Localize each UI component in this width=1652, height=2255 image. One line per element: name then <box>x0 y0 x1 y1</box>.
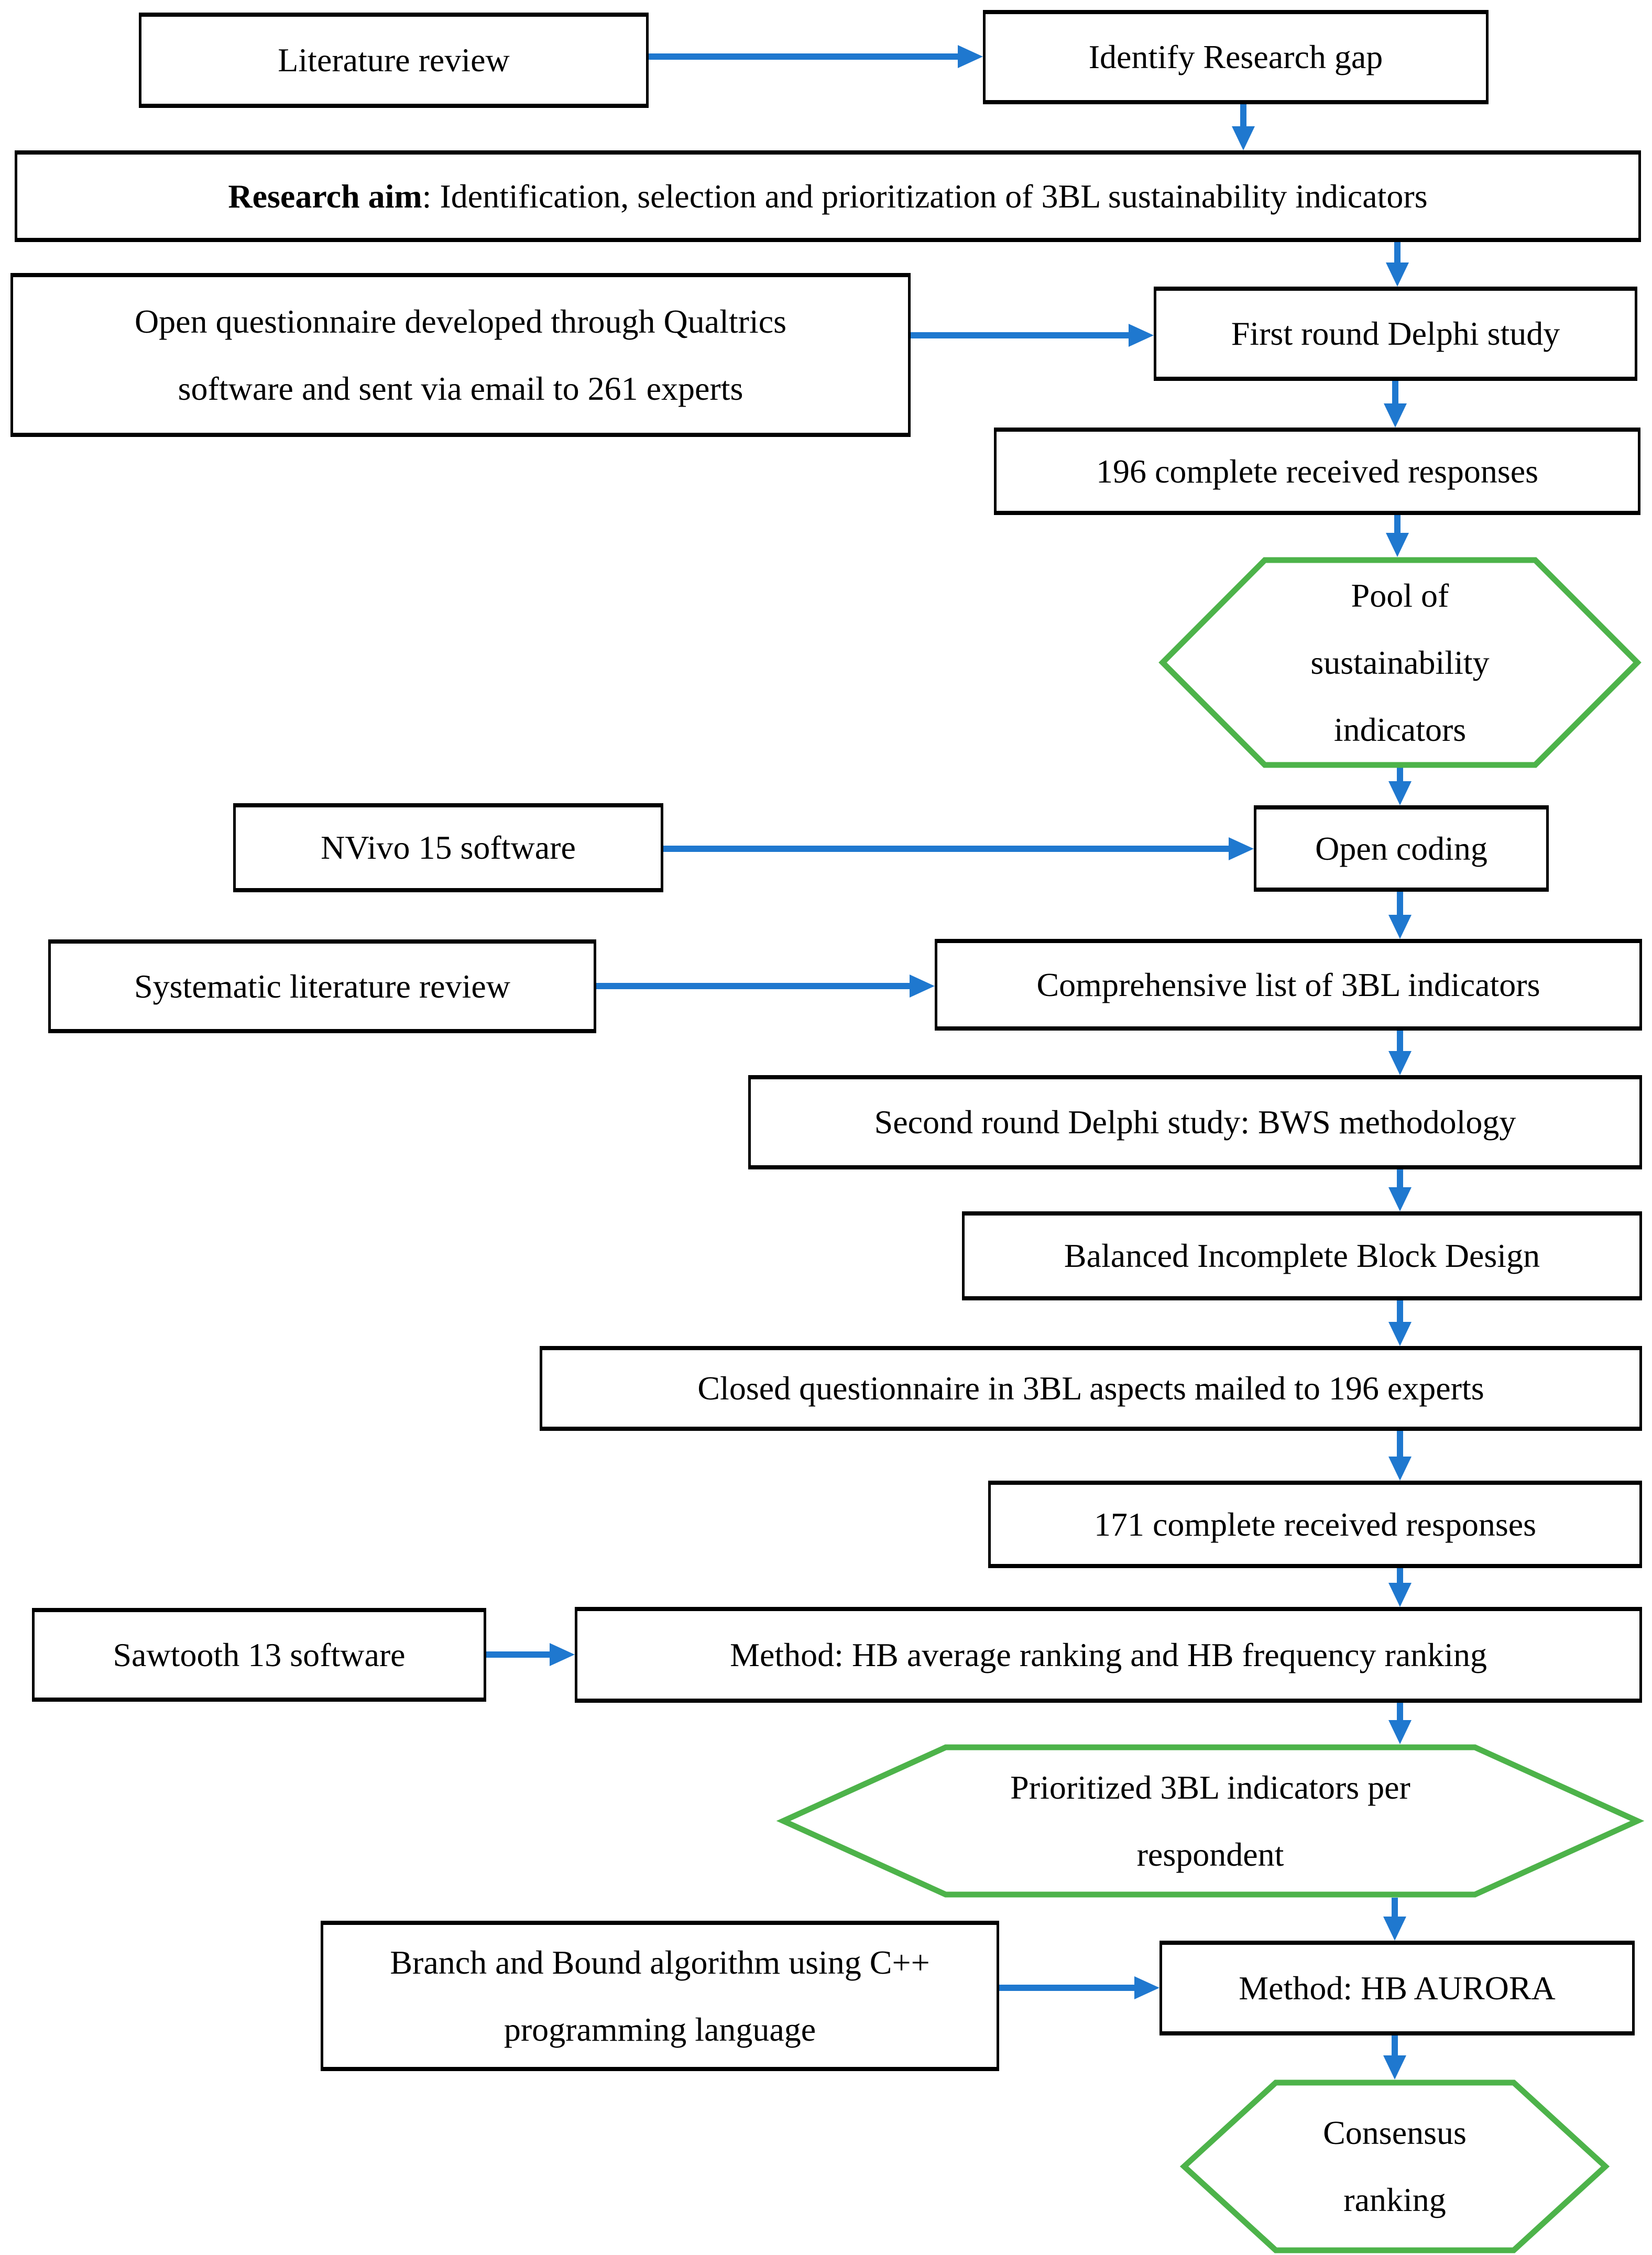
arrow-systematic-to-comprehensive-head <box>910 975 935 998</box>
node-comprehensive-list: Comprehensive list of 3BL indicators <box>935 939 1642 1031</box>
node-label: Sawtooth 13 software <box>113 1636 406 1673</box>
arrow-nvivo-to-coding-head <box>1229 837 1254 860</box>
node-second-round-delphi: Second round Delphi study: BWS methodolo… <box>748 1075 1642 1169</box>
node-label-line1: Pool of <box>1351 576 1449 614</box>
arrow-secondround-to-bibd-head <box>1388 1187 1412 1211</box>
arrow-gap-to-aim-shaft <box>1240 104 1246 126</box>
node-label: Literature review <box>278 41 510 79</box>
node-label-line1: Open questionnaire developed through Qua… <box>134 302 787 340</box>
hexagon-pool-polygon <box>1158 557 1642 768</box>
hexagon-prioritized-shape <box>776 1744 1645 1898</box>
node-label: 196 complete received responses <box>1096 452 1539 490</box>
node-first-round-delphi: First round Delphi study <box>1154 287 1637 381</box>
node-label: Second round Delphi study: BWS methodolo… <box>874 1103 1516 1141</box>
arrow-closed-to-171-shaft <box>1397 1431 1403 1457</box>
arrow-firstround-to-196-head <box>1384 403 1407 428</box>
arrow-171-to-method-shaft <box>1397 1568 1403 1583</box>
arrow-questionnaire-to-firstround-head <box>1129 324 1154 347</box>
node-label-line2: programming language <box>504 2010 816 2048</box>
arrow-gap-to-aim-head <box>1232 126 1255 150</box>
node-balanced-block-design: Balanced Incomplete Block Design <box>962 1211 1642 1300</box>
node-systematic-review: Systematic literature review <box>48 939 596 1033</box>
arrow-aurora-to-consensus-head <box>1383 2055 1406 2079</box>
node-label: Systematic literature review <box>134 967 510 1005</box>
arrow-aim-to-firstround-head <box>1386 262 1409 287</box>
node-label: Method: HB AURORA <box>1239 1969 1556 2007</box>
arrow-aurora-to-consensus-shaft <box>1392 2035 1398 2055</box>
arrow-secondround-to-bibd-shaft <box>1397 1169 1403 1187</box>
hexagon-prioritized-polygon <box>776 1744 1645 1898</box>
node-label-line1: Branch and Bound algorithm using C++ <box>390 1943 930 1981</box>
node-nvivo-software: NVivo 15 software <box>233 803 663 892</box>
arrow-171-to-method-head <box>1388 1583 1412 1607</box>
arrow-literature-to-gap-shaft <box>649 53 958 60</box>
node-label-line2: software and sent via email to 261 exper… <box>178 369 743 407</box>
arrow-closed-to-171-head <box>1388 1457 1412 1481</box>
arrow-firstround-to-196-shaft <box>1392 381 1398 403</box>
arrow-coding-to-comprehensive-shaft <box>1397 892 1403 915</box>
node-closed-questionnaire: Closed questionnaire in 3BL aspects mail… <box>540 1346 1642 1431</box>
arrow-sawtooth-to-method-head <box>550 1643 575 1666</box>
node-label: NVivo 15 software <box>321 829 576 866</box>
node-label: Open coding <box>1315 829 1487 867</box>
node-label: Comprehensive list of 3BL indicators <box>1036 966 1540 1003</box>
arrow-196-to-pool-head <box>1386 533 1409 557</box>
arrow-questionnaire-to-firstround-shaft <box>911 332 1129 338</box>
node-sawtooth-software: Sawtooth 13 software <box>32 1608 486 1702</box>
node-label: Method: HB average ranking and HB freque… <box>730 1636 1487 1673</box>
arrow-aim-to-firstround-shaft <box>1394 242 1401 262</box>
arrow-nvivo-to-coding-shaft <box>663 846 1229 852</box>
arrow-sawtooth-to-method-shaft <box>486 1651 550 1658</box>
arrow-branch-to-aurora-shaft <box>999 1985 1134 1991</box>
node-label-line3: indicators <box>1333 710 1467 748</box>
research-aim-rest: : Identification, selection and prioriti… <box>422 177 1428 215</box>
node-identify-research-gap: Identify Research gap <box>983 10 1489 104</box>
node-label: First round Delphi study <box>1231 315 1560 352</box>
arrow-comprehensive-to-secondround-head <box>1388 1051 1412 1075</box>
arrow-method-to-prioritized-shaft <box>1397 1703 1403 1720</box>
node-open-questionnaire: Open questionnaire developed through Qua… <box>10 273 911 437</box>
node-prioritized-indicators: Prioritized 3BL indicators per responden… <box>780 1744 1640 1898</box>
node-196-responses: 196 complete received responses <box>994 428 1640 515</box>
research-aim-bold: Research aim <box>228 177 422 215</box>
node-literature-review: Literature review <box>139 13 649 108</box>
node-method-hb-ranking: Method: HB average ranking and HB freque… <box>575 1607 1642 1703</box>
arrow-branch-to-aurora-head <box>1134 1976 1159 1999</box>
arrow-literature-to-gap-head <box>958 45 983 68</box>
node-research-aim: Research aim: Identification, selection … <box>15 150 1641 242</box>
arrow-pool-to-coding-shaft <box>1397 767 1403 781</box>
arrow-systematic-to-comprehensive-shaft <box>596 983 910 989</box>
node-method-hb-aurora: Method: HB AURORA <box>1159 1941 1635 2035</box>
node-label: Research aim: Identification, selection … <box>228 163 1427 230</box>
arrow-bibd-to-closed-head <box>1388 1322 1412 1346</box>
arrow-coding-to-comprehensive-head <box>1388 915 1412 939</box>
arrow-196-to-pool-shaft <box>1394 515 1401 533</box>
hexagon-consensus-polygon <box>1179 2079 1610 2253</box>
node-label-line1: Prioritized 3BL indicators per <box>1010 1768 1410 1806</box>
node-label: Identify Research gap <box>1088 38 1383 75</box>
node-open-coding: Open coding <box>1254 805 1549 892</box>
node-label-line2: sustainability <box>1310 643 1490 681</box>
arrow-pool-to-coding-head <box>1388 781 1412 805</box>
arrow-method-to-prioritized-head <box>1388 1720 1412 1744</box>
arrow-bibd-to-closed-shaft <box>1397 1300 1403 1322</box>
hexagon-pool-shape <box>1158 557 1642 768</box>
arrow-comprehensive-to-secondround-shaft <box>1397 1031 1403 1051</box>
arrow-prioritized-to-aurora-shaft <box>1392 1898 1398 1917</box>
node-consensus-ranking: Consensus ranking <box>1181 2079 1609 2253</box>
arrow-prioritized-to-aurora-head <box>1383 1917 1406 1941</box>
node-branch-and-bound: Branch and Bound algorithm using C++ pro… <box>321 1921 999 2071</box>
node-label-line2: ranking <box>1343 2181 1446 2218</box>
node-label: Balanced Incomplete Block Design <box>1064 1237 1540 1274</box>
node-171-responses: 171 complete received responses <box>988 1481 1642 1568</box>
hexagon-consensus-shape <box>1179 2079 1610 2253</box>
node-label-line1: Consensus <box>1323 2114 1467 2151</box>
node-label: Closed questionnaire in 3BL aspects mail… <box>697 1370 1484 1407</box>
node-pool-of-indicators: Pool of sustainability indicators <box>1159 557 1640 768</box>
node-label-line2: respondent <box>1136 1835 1284 1873</box>
node-label: 171 complete received responses <box>1093 1505 1537 1543</box>
